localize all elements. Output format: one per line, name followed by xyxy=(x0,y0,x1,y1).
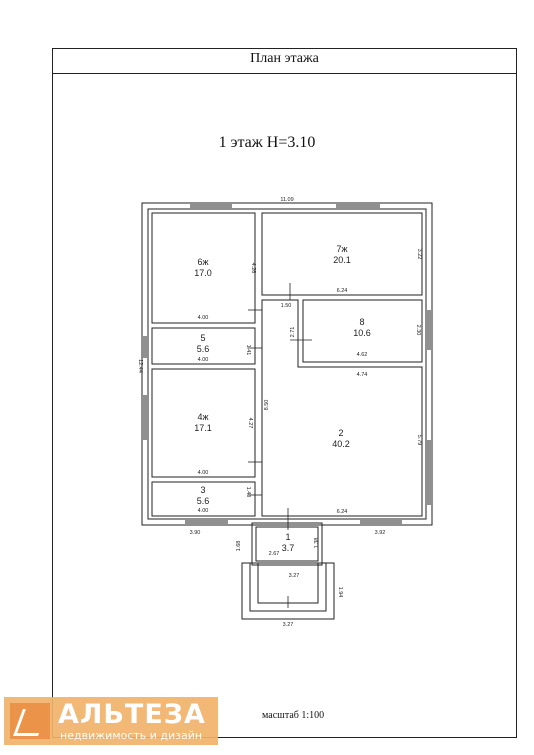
dim-label: 2.30 xyxy=(415,325,421,336)
room-5-number: 5 xyxy=(200,333,205,343)
dim-label: 4.27 xyxy=(247,418,253,429)
room-5-area: 5.6 xyxy=(197,344,210,354)
outer-wall-outer xyxy=(141,202,433,526)
room-2-area: 40.2 xyxy=(332,439,350,449)
dim-label: 3.27 xyxy=(289,573,300,579)
dim-label: 1.41 xyxy=(245,345,251,356)
outer-wall-inner xyxy=(147,208,427,520)
dim-label: 1.50 xyxy=(281,303,292,309)
dim-label: 3.92 xyxy=(375,530,386,536)
altesa-logo-icon xyxy=(10,703,50,739)
drawing-frame: План этажа xyxy=(52,48,517,738)
dim-label: 1.38 xyxy=(314,538,320,549)
room-7-area: 20.1 xyxy=(333,255,351,265)
room-3-area: 5.6 xyxy=(197,496,210,506)
room-1-area: 3.7 xyxy=(282,543,295,553)
room-1-number: 1 xyxy=(285,532,290,542)
dim-label: 4.00 xyxy=(198,508,209,514)
dim-label: 3.90 xyxy=(190,530,201,536)
room-6-number: 6ж xyxy=(197,257,208,267)
dim-label: 1.40 xyxy=(245,487,251,498)
room-8-area: 10.6 xyxy=(353,328,371,338)
room-5-outline xyxy=(151,327,256,365)
dim-label: 11.09 xyxy=(280,197,293,203)
room-6-area: 17.0 xyxy=(194,268,212,278)
dim-label: 8.50 xyxy=(264,400,270,411)
watermark-tagline: недвижимость и дизайн xyxy=(60,729,203,742)
dim-label: 1.94 xyxy=(337,587,343,598)
dim-label: 2.67 xyxy=(269,551,280,557)
room-7-outline xyxy=(261,212,423,296)
scale-label: масштаб 1:100 xyxy=(262,710,325,721)
header-divider xyxy=(53,73,516,74)
dim-label: 4.00 xyxy=(198,357,209,363)
dim-label: 6.24 xyxy=(337,288,348,294)
room-4-number: 4ж xyxy=(197,412,208,422)
room-1-outline xyxy=(251,522,323,566)
room-1-inner xyxy=(255,526,319,562)
dim-label: 4.26 xyxy=(250,263,256,274)
room-7-number: 7ж xyxy=(336,244,347,254)
room-2-number: 2 xyxy=(338,428,343,438)
room-4-outline xyxy=(151,368,256,478)
dim-label: 6.24 xyxy=(337,509,348,515)
watermark-name: АЛЬТЕЗА xyxy=(58,699,206,730)
dim-label: 12.44 xyxy=(137,359,143,373)
dim-label: 3.27 xyxy=(283,622,294,628)
dim-label: 4.62 xyxy=(357,352,368,358)
dim-label: 3.22 xyxy=(416,249,422,260)
room-8-outline xyxy=(302,299,423,363)
dim-label: 2.71 xyxy=(290,327,296,338)
dim-label: 4.00 xyxy=(198,315,209,321)
dim-label: 1.68 xyxy=(236,541,242,552)
room-3-number: 3 xyxy=(200,485,205,495)
room-8-number: 8 xyxy=(359,317,364,327)
dim-label: 4.74 xyxy=(357,372,368,378)
room-6-outline xyxy=(151,212,256,324)
dim-label: 5.79 xyxy=(416,435,422,446)
floor-title: 1 этаж H=3.10 xyxy=(218,134,316,151)
room-2-outline xyxy=(261,299,423,517)
room-3-outline xyxy=(151,481,256,517)
room-4-area: 17.1 xyxy=(194,423,212,433)
sheet-title: План этажа xyxy=(250,51,319,66)
watermark-logo: АЛЬТЕЗА недвижимость и дизайн xyxy=(4,697,218,745)
dim-label: 4.00 xyxy=(198,470,209,476)
